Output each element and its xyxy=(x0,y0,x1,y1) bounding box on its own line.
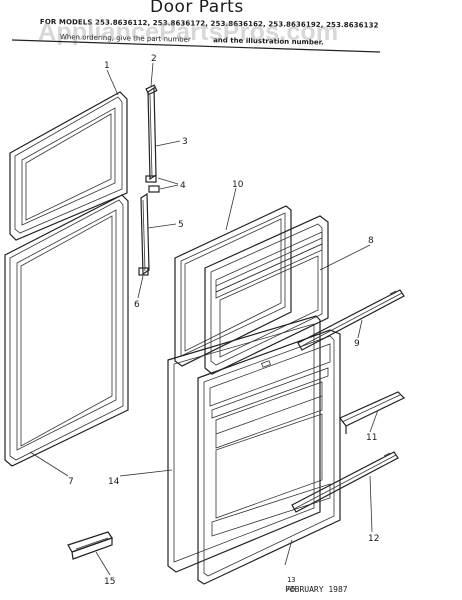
callout-11: 11 xyxy=(366,433,377,443)
upper-door-shelf xyxy=(297,289,405,351)
fresh-food-door-liner xyxy=(197,329,341,585)
fresh-food-door-panel xyxy=(167,315,321,573)
callout-2: 2 xyxy=(151,54,157,64)
sheet-number: 13 A5 xyxy=(287,576,296,593)
watermark: AppliancePartsPros.com xyxy=(38,18,339,46)
callout-5: 5 xyxy=(178,220,184,230)
freezer-door-gasket xyxy=(9,91,128,241)
lower-door-shelf xyxy=(291,451,399,513)
freezer-door-liner-frame xyxy=(174,205,292,367)
callout-1: 1 xyxy=(104,61,110,71)
callout-7: 7 xyxy=(68,477,74,487)
upper-hinge-trim xyxy=(145,84,158,181)
leader-lines xyxy=(29,62,379,576)
callout-10: 10 xyxy=(232,180,244,190)
hinge-caps xyxy=(145,175,160,193)
callout-6: 6 xyxy=(134,300,140,310)
callout-8: 8 xyxy=(368,236,374,246)
freezer-door-liner xyxy=(204,215,329,375)
callout-9: 9 xyxy=(354,339,360,349)
header-rule xyxy=(11,39,381,53)
diagram-title: Door Parts xyxy=(150,0,244,17)
fresh-food-door-gasket xyxy=(4,194,129,467)
callout-15: 15 xyxy=(104,577,115,587)
callout-4: 4 xyxy=(180,181,186,191)
revision-date: FEBRUARY 1987 xyxy=(285,585,348,594)
dairy-bin xyxy=(67,531,113,560)
lower-hinge-trim xyxy=(138,192,150,276)
middle-door-shelf xyxy=(339,391,406,434)
callout-12: 12 xyxy=(368,534,379,544)
callout-14: 14 xyxy=(108,477,120,487)
callout-3: 3 xyxy=(182,137,188,147)
